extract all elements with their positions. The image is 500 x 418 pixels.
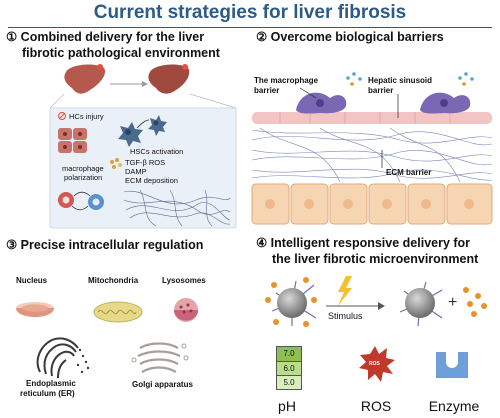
enzyme-icon xyxy=(436,352,468,378)
loaded-nanoparticle-icon xyxy=(265,277,317,327)
lysosome-icon xyxy=(174,298,198,322)
ros-badge-text: ROS xyxy=(369,361,380,367)
golgi-vesicles xyxy=(131,343,189,363)
nucleus-icon xyxy=(16,302,54,317)
section-3-title: ③ Precise intracellular regulation xyxy=(6,238,204,252)
page-title: Current strategies for liver fibrosis xyxy=(93,2,407,23)
section-4-title-line2: the liver fibrotic microenvironment xyxy=(272,252,479,266)
label-golgi: Golgi apparatus xyxy=(132,380,193,389)
kupffer-macrophage-icon xyxy=(296,92,471,114)
signal-molecules xyxy=(110,158,122,169)
label-macrophage: macrophage xyxy=(62,164,104,173)
ecm-barrier-fibers xyxy=(251,127,493,183)
macrophage-icon xyxy=(58,191,104,211)
label-polarization: polarization xyxy=(64,173,103,182)
section-1-title-line1: ① Combined delivery for the liver xyxy=(6,30,205,44)
label-nucleus: Nucleus xyxy=(16,276,48,285)
section-2-title: ② Overcome biological barriers xyxy=(256,30,444,44)
plus-sign: + xyxy=(448,294,458,311)
sinusoid-endothelium xyxy=(252,112,492,124)
ecm-fibers xyxy=(123,189,231,227)
injury-icon xyxy=(58,112,66,120)
label-lysosomes: Lysosomes xyxy=(162,276,206,285)
ph-value-6: 6.0 xyxy=(277,362,301,376)
label-damp: DAMP xyxy=(125,167,147,176)
label-enzyme: Enzyme xyxy=(428,398,480,414)
endoplasmic-reticulum-icon xyxy=(36,337,79,379)
label-macrophage-barrier-2: barrier xyxy=(254,86,280,95)
label-ros: ROS xyxy=(360,398,392,414)
label-macrophage-barrier-1: The macrophage xyxy=(254,76,319,85)
label-sinusoid-barrier-1: Hepatic sinusoid xyxy=(368,76,433,85)
label-tgf-ros: TGF-β ROS xyxy=(125,158,166,167)
released-drug-dots xyxy=(463,287,487,317)
label-er-line2: reticulum (ER) xyxy=(20,389,75,398)
label-mitochondria: Mitochondria xyxy=(88,276,139,285)
ros-burst-icon xyxy=(359,346,395,382)
label-hcs-injury: HCs injury xyxy=(69,112,104,121)
label-stimulus: Stimulus xyxy=(328,311,363,321)
stellate-cell-icon xyxy=(118,115,167,147)
label-ecm-barrier: ECM barrier xyxy=(386,168,432,177)
ph-scale: 7.0 6.0 5.0 xyxy=(276,346,302,390)
ph-value-7: 7.0 xyxy=(277,347,301,362)
label-sinusoid-barrier-2: barrier xyxy=(368,86,394,95)
label-hscs-activation: HSCs activation xyxy=(130,147,184,156)
nanoparticle-dots xyxy=(346,72,474,86)
title-divider xyxy=(8,27,492,28)
label-ph: pH xyxy=(278,398,296,414)
hepatocyte-cluster xyxy=(58,128,87,153)
section-1-title-line2: fibrotic pathological environment xyxy=(22,46,220,60)
healthy-liver-icon xyxy=(64,64,106,94)
ph-value-5: 5.0 xyxy=(277,376,301,389)
mitochondria-icon xyxy=(93,301,143,323)
golgi-apparatus-icon xyxy=(137,342,181,373)
fibrotic-liver-icon xyxy=(148,64,190,94)
lightning-icon xyxy=(338,276,352,306)
section-4-title-line1: ④ Intelligent responsive delivery for xyxy=(256,236,471,250)
label-ecm-deposition: ECM deposition xyxy=(125,176,178,185)
label-er-line1: Endoplasmic xyxy=(26,379,76,388)
er-ribosomes xyxy=(76,348,90,374)
released-nanoparticle-icon xyxy=(399,281,443,327)
hepatocyte-nuclei xyxy=(265,199,474,209)
